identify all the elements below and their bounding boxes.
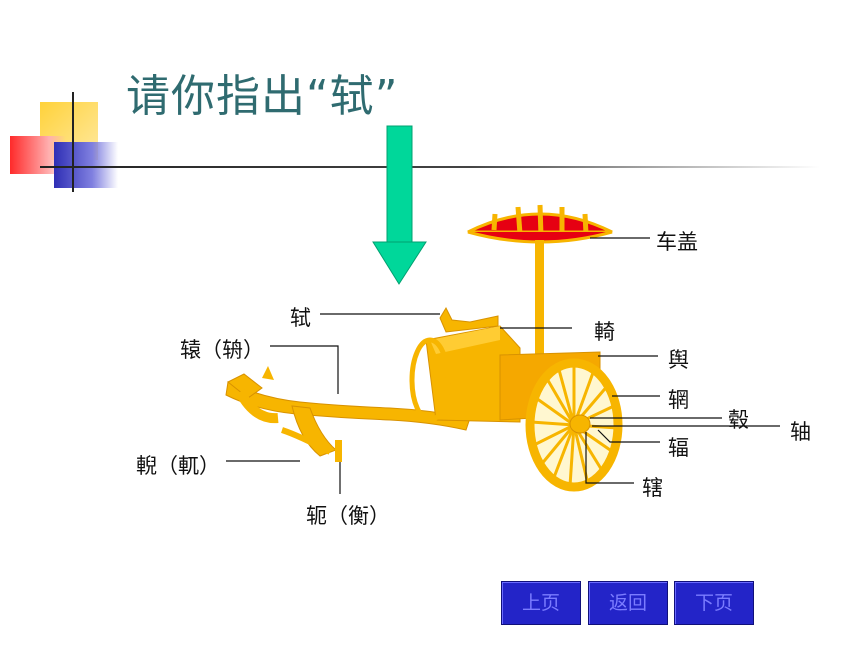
label-e: 轭（衡） [306,504,390,528]
label-wang: 辋 [668,388,689,412]
label-ni: 輗（軏） [136,454,220,478]
label-yuan: 辕（辀） [180,338,264,362]
prev-page-button[interactable]: 上页 [501,581,581,625]
label-xia: 辖 [642,476,663,500]
vertical-rule [72,92,74,192]
down-arrow-icon [372,125,427,285]
canopy-pole [535,240,544,380]
page-title: 请你指出“轼” [126,71,399,122]
label-fu: 辐 [668,436,689,460]
label-zhou: 轴 [790,420,811,444]
label-gu: 毂 [728,408,749,432]
label-yi: 輢 [594,320,615,344]
label-yu: 舆 [668,348,689,372]
canopy [467,204,613,244]
label-chegai: 车盖 [656,230,698,254]
back-button[interactable]: 返回 [588,581,668,625]
title-underline [40,166,820,168]
blue-square-decoration [54,142,118,188]
wheel [525,358,623,492]
next-page-button[interactable]: 下页 [674,581,754,625]
label-shi: 轼 [290,306,311,330]
